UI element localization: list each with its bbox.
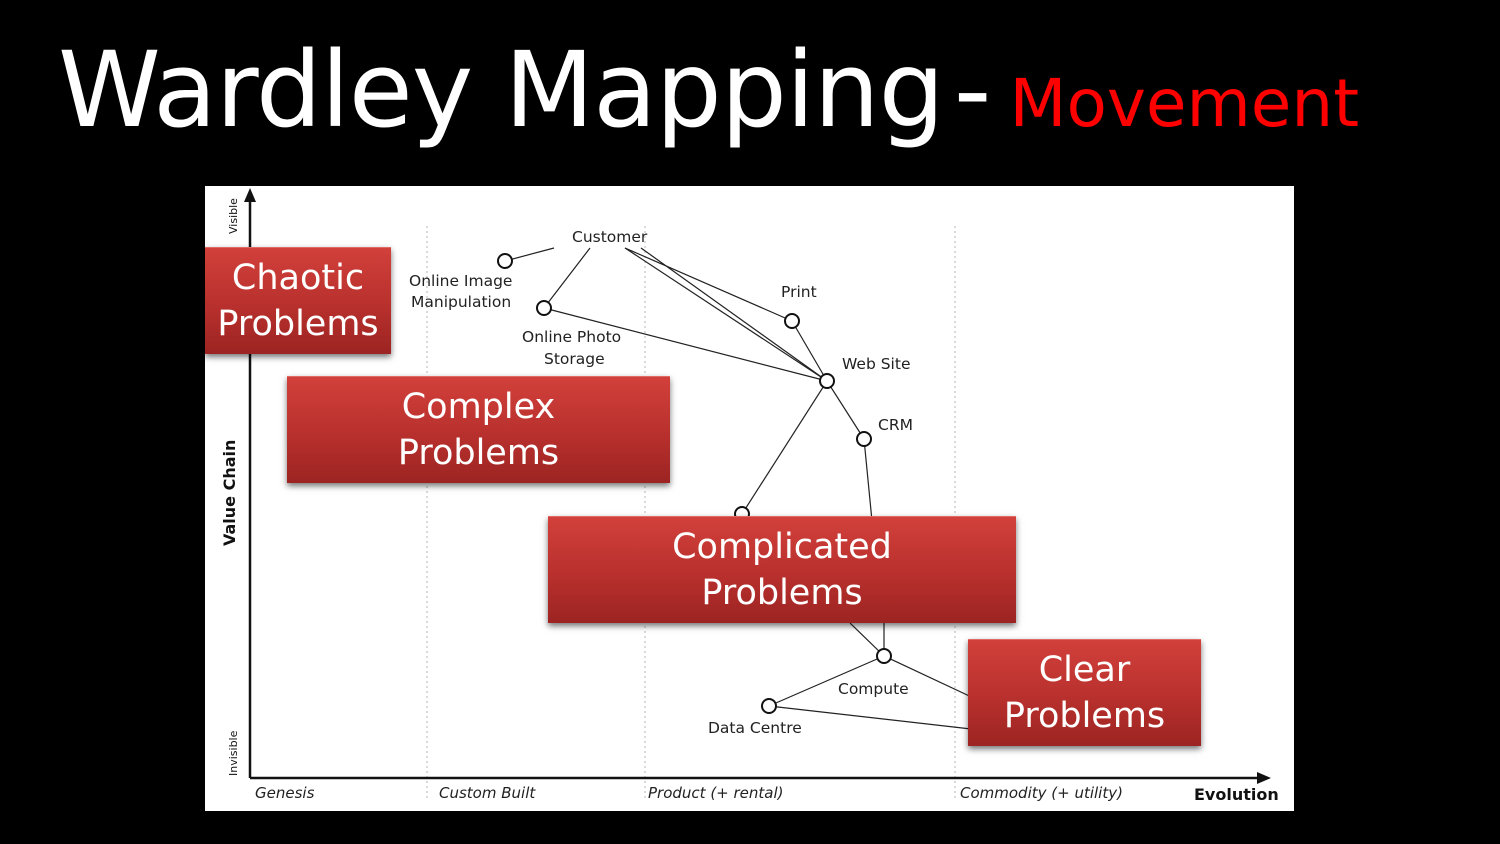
- link-crm-down: [863, 438, 873, 522]
- complex-line1: Complex: [401, 387, 556, 427]
- label-website: Web Site: [842, 355, 910, 373]
- link-customer-image: [504, 247, 555, 262]
- node-print: [784, 313, 800, 329]
- label-datacentre: Data Centre: [708, 719, 802, 737]
- x-axis-arrow: [1257, 772, 1271, 784]
- node-image: [497, 253, 513, 269]
- link-compute-datacentre: [768, 655, 885, 707]
- chaotic-line1: Chaotic: [231, 258, 365, 298]
- complicated-line2: Problems: [701, 573, 863, 613]
- label-image-line1: Online Image: [409, 272, 512, 290]
- title-accent: Movement: [1009, 65, 1360, 142]
- label-crm: CRM: [878, 416, 913, 434]
- link-website-platform: [741, 380, 828, 515]
- link-customer-website-a: [624, 247, 828, 382]
- stage-custom-built: Custom Built: [439, 784, 536, 802]
- stage-genesis: Genesis: [255, 784, 315, 802]
- clear-line1: Clear: [1038, 650, 1131, 690]
- complicated-problems-box: Complicated Problems: [548, 516, 1016, 623]
- label-compute: Compute: [838, 680, 909, 698]
- wardley-map: Visible Invisible Value Chain Evolution …: [205, 186, 1294, 811]
- complex-line2: Problems: [397, 433, 560, 473]
- stage-commodity: Commodity (+ utility): [960, 784, 1123, 802]
- link-customer-website-b: [640, 247, 828, 382]
- link-compute-utility: [883, 655, 981, 702]
- y-axis-visible: Visible: [227, 198, 240, 234]
- map-links: [504, 247, 1051, 739]
- label-customer: Customer: [572, 228, 648, 246]
- complicated-line1: Complicated: [672, 527, 892, 567]
- title-main: Wardley Mapping: [58, 29, 945, 151]
- node-website: [819, 373, 835, 389]
- node-photo: [536, 300, 552, 316]
- y-axis-arrow: [244, 188, 256, 202]
- y-axis-label: Value Chain: [220, 440, 239, 546]
- link-website-crm: [826, 380, 865, 440]
- link-customer-photo: [543, 247, 591, 309]
- node-compute: [876, 648, 892, 664]
- map-canvas: Visible Invisible Value Chain Evolution …: [220, 188, 1279, 804]
- complex-problems-box: Complex Problems: [287, 376, 670, 483]
- stage-dividers: [426, 226, 956, 798]
- label-photo-line1: Online Photo: [522, 328, 621, 346]
- y-axis-invisible: Invisible: [227, 730, 240, 776]
- link-photo-website: [543, 307, 828, 382]
- label-print: Print: [781, 283, 817, 301]
- label-photo-line2: Storage: [544, 350, 605, 368]
- clear-problems-box: Clear Problems: [968, 639, 1201, 746]
- slide-title: Wardley Mapping - Movement: [58, 38, 1359, 142]
- node-datacentre: [761, 698, 777, 714]
- title-dash: -: [953, 29, 992, 151]
- chaotic-line2: Problems: [217, 304, 379, 344]
- x-axis-label: Evolution: [1194, 785, 1279, 804]
- link-print-website: [791, 320, 828, 382]
- stage-product: Product (+ rental): [648, 784, 784, 802]
- chaotic-problems-box: Chaotic Problems: [205, 247, 391, 354]
- link-customer-print: [624, 247, 793, 322]
- clear-line2: Problems: [1003, 696, 1166, 736]
- label-image-line2: Manipulation: [411, 293, 511, 311]
- node-crm: [856, 431, 872, 447]
